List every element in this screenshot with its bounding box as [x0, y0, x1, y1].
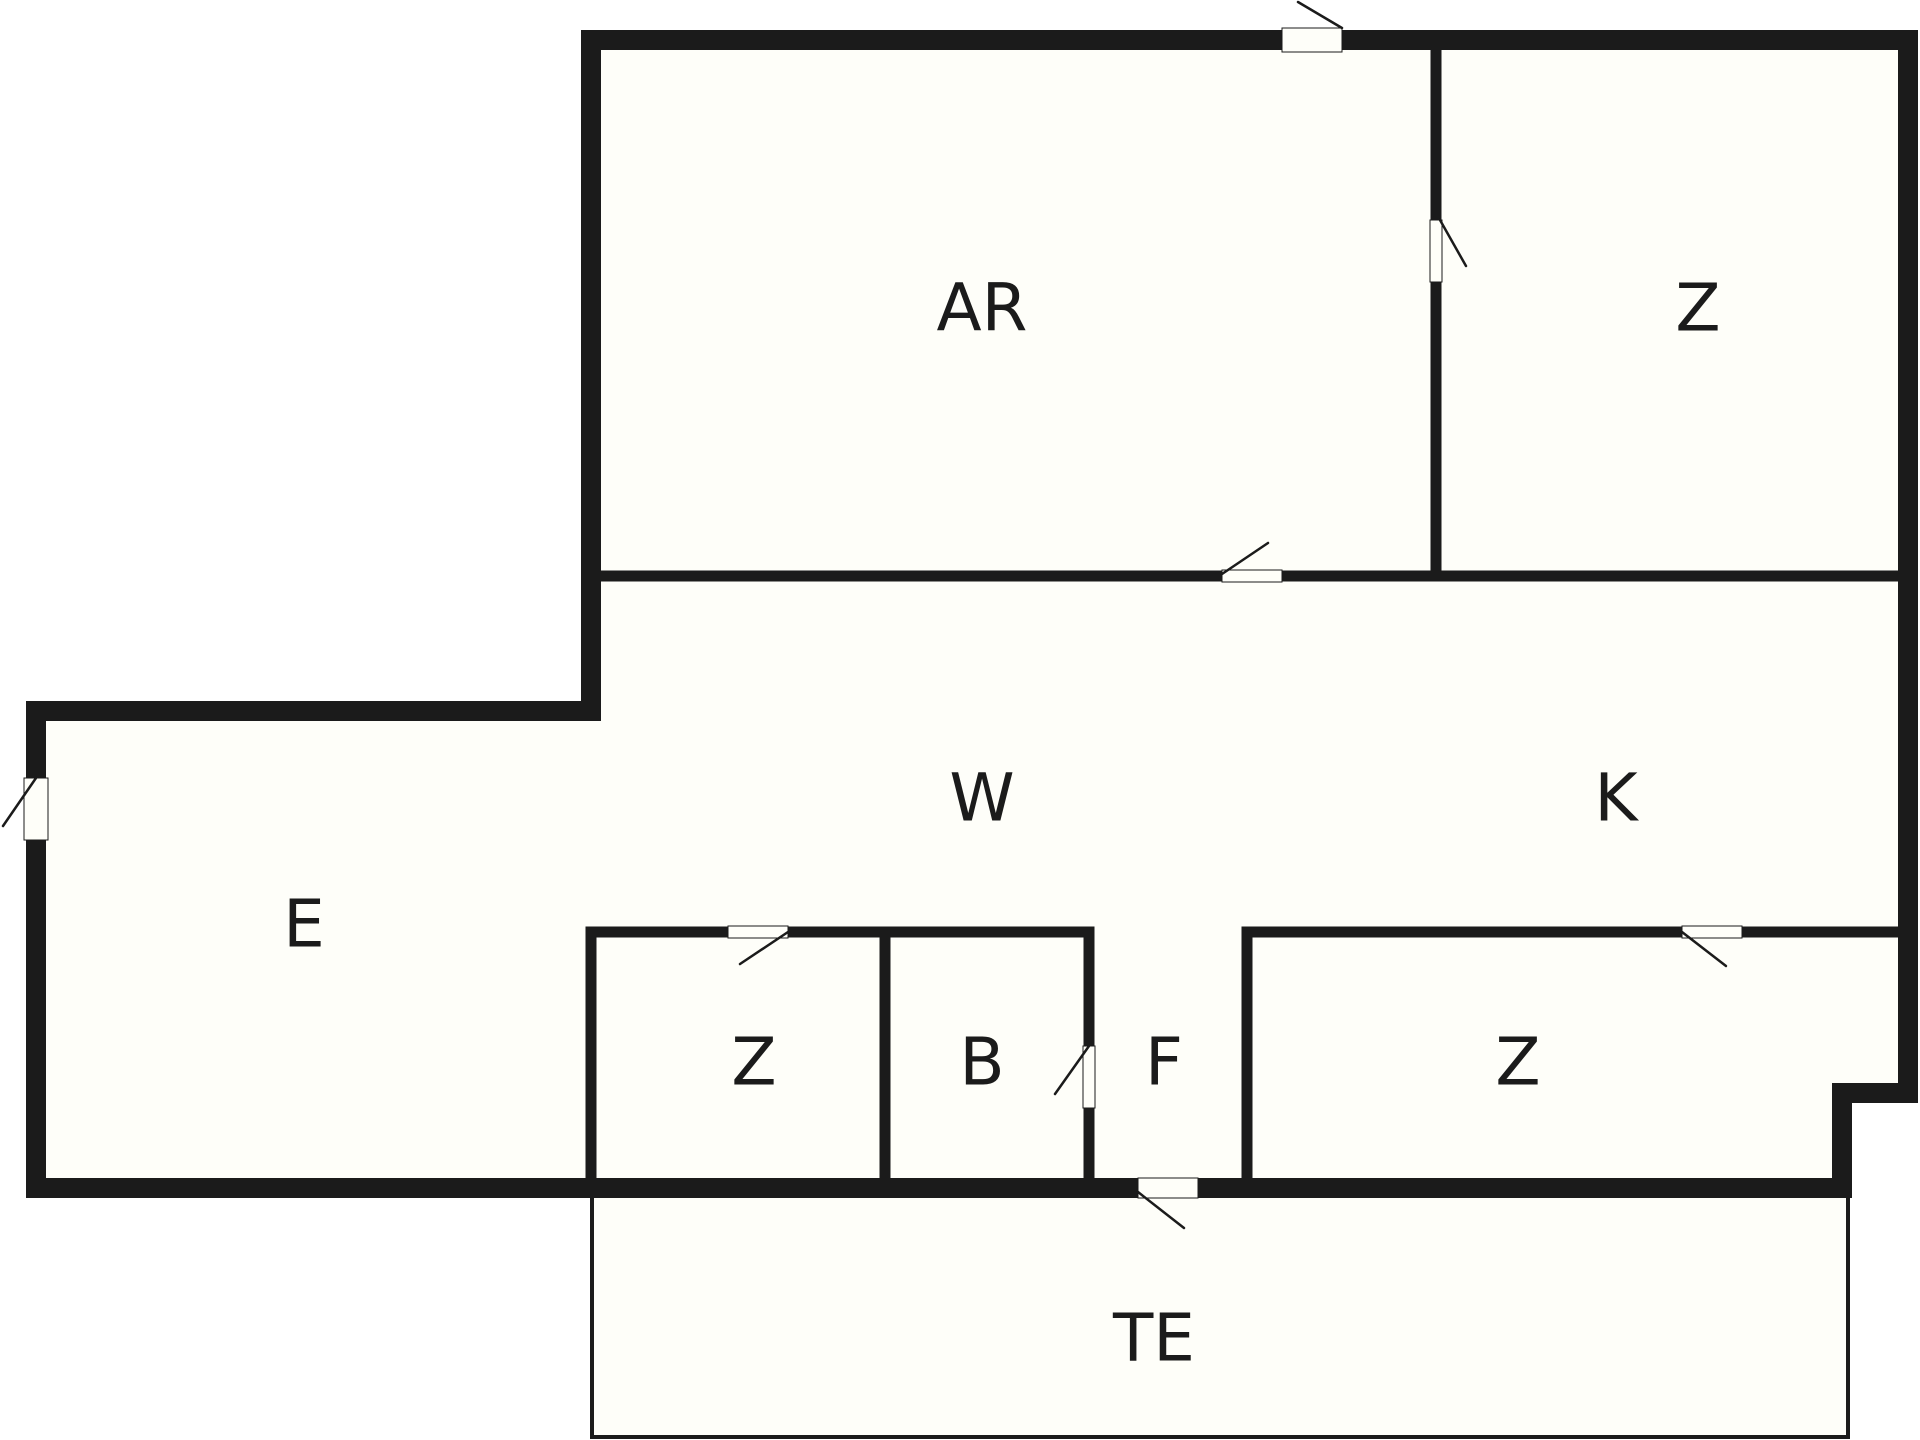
room-label-w: W — [949, 760, 1014, 837]
room-label-z-top: Z — [1675, 270, 1720, 347]
door-ar-hall — [1220, 541, 1283, 583]
door-ar-z — [1429, 218, 1468, 283]
room-label-ar: AR — [936, 270, 1027, 347]
terrace-outline — [590, 1188, 1850, 1439]
door-terrace — [1136, 1177, 1199, 1230]
room-label-f: F — [1145, 1024, 1183, 1101]
room-label-z-right: Z — [1495, 1024, 1540, 1101]
door-entrance-left — [1, 776, 49, 841]
exterior-wall — [26, 30, 1918, 1198]
room-label-te: TE — [1112, 1300, 1195, 1377]
room-label-b: B — [959, 1024, 1004, 1101]
door-bath — [1053, 1044, 1096, 1109]
door-entrance-top — [1281, 0, 1344, 53]
door-z-right — [1680, 925, 1743, 968]
room-label-z-small: Z — [731, 1024, 776, 1101]
floor-area — [36, 40, 1908, 1437]
room-label-e: E — [283, 886, 325, 963]
room-label-k: K — [1594, 760, 1639, 837]
door-z-small — [727, 925, 790, 966]
